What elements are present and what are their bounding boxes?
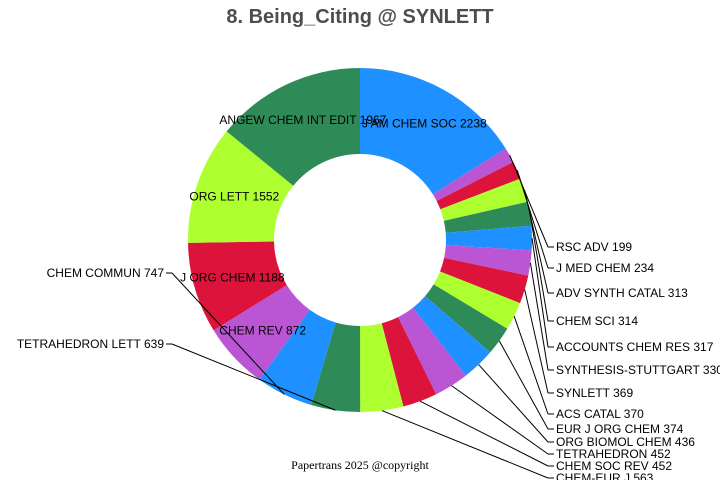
leader-line-rsc-adv <box>509 154 549 248</box>
leader-line-adv-synth-catal <box>524 189 549 294</box>
leader-line-j-med-chem <box>516 169 549 269</box>
slice-label-synlett: SYNLETT 369 <box>556 386 633 400</box>
slice-label-chem-eur-j: CHEM-EUR J 563 <box>556 471 654 480</box>
slice-label-angew-chem-int-edit: ANGEW CHEM INT EDIT 1967 <box>219 113 386 127</box>
slice-group <box>188 67 532 412</box>
slice-chem-rev <box>213 285 310 380</box>
slice-chem-eur-j <box>360 323 404 412</box>
leader-line-chem-commun <box>171 272 285 395</box>
slice-chem-soc-rev <box>381 317 437 407</box>
slice-label-org-lett: ORG LETT 1552 <box>189 189 279 203</box>
slice-label-chem-sci: CHEM SCI 314 <box>556 314 638 328</box>
slice-label-chem-soc-rev: CHEM SOC REV 452 <box>556 459 672 473</box>
slice-label-eur-j-org-chem: EUR J ORG CHEM 374 <box>556 422 684 436</box>
slice-label-tetrahedron-lett: TETRAHEDRON LETT 639 <box>17 337 164 351</box>
leader-line-eur-j-org-chem <box>498 340 549 430</box>
slice-label-chem-rev: CHEM REV 872 <box>219 324 306 338</box>
slice-label-org-biomol-chem: ORG BIOMOL CHEM 436 <box>556 435 695 449</box>
chart-title: 8. Being_Citing @ SYNLETT <box>226 6 494 28</box>
slice-label-tetrahedron: TETRAHEDRON 452 <box>556 447 671 461</box>
slice-j-med-chem <box>436 161 521 210</box>
leader-line-chem-eur-j <box>381 410 549 479</box>
slice-label-accounts-chem-res: ACCOUNTS CHEM RES 317 <box>556 340 714 354</box>
slice-label-j-med-chem: J MED CHEM 234 <box>556 261 654 275</box>
slice-label-chem-commun: CHEM COMMUN 747 <box>47 266 165 280</box>
slice-accounts-chem-res <box>445 225 532 251</box>
slice-label-adv-synth-catal: ADV SYNTH CATAL 313 <box>556 286 688 300</box>
slice-org-biomol-chem <box>412 296 491 376</box>
slice-rsc-adv <box>432 148 514 201</box>
slice-tetrahedron-lett <box>311 322 361 412</box>
leader-line-acs-catal <box>513 316 549 415</box>
leader-line-tetrahedron-lett <box>171 343 336 411</box>
leader-line-chem-soc-rev <box>419 400 549 467</box>
slice-org-lett <box>188 131 294 243</box>
slice-angew-chem-int-edit <box>226 67 360 186</box>
slice-label-acs-catal: ACS CATAL 370 <box>556 407 644 421</box>
leader-line-tetrahedron <box>451 385 549 455</box>
slice-label-j-am-chem-soc: J AM CHEM SOC 2238 <box>362 117 487 131</box>
copyright-note: Papertrans 2025 @copyright <box>291 458 429 472</box>
slice-chem-commun <box>259 309 336 405</box>
slice-j-am-chem-soc <box>360 68 506 195</box>
leader-line-chem-sci <box>529 213 549 322</box>
slice-synlett <box>440 257 529 304</box>
leader-line-synlett <box>524 289 549 394</box>
leader-line-synthesis-stuttgart <box>529 263 549 371</box>
slice-label-j-org-chem: J ORG CHEM 1188 <box>180 270 285 284</box>
slice-eur-j-org-chem <box>425 284 508 353</box>
slice-adv-synth-catal <box>440 178 528 221</box>
slice-label-rsc-adv: RSC ADV 199 <box>556 240 632 254</box>
slice-acs-catal <box>433 271 521 329</box>
slice-synthesis-stuttgart <box>444 245 532 276</box>
slice-chem-sci <box>443 201 532 233</box>
leader-line-accounts-chem-res <box>531 237 549 348</box>
slice-label-synthesis-stuttgart: SYNTHESIS-STUTTGART 330 <box>556 363 720 377</box>
slice-j-org-chem <box>188 241 287 331</box>
slice-tetrahedron <box>398 307 466 395</box>
leader-line-org-biomol-chem <box>478 364 549 443</box>
